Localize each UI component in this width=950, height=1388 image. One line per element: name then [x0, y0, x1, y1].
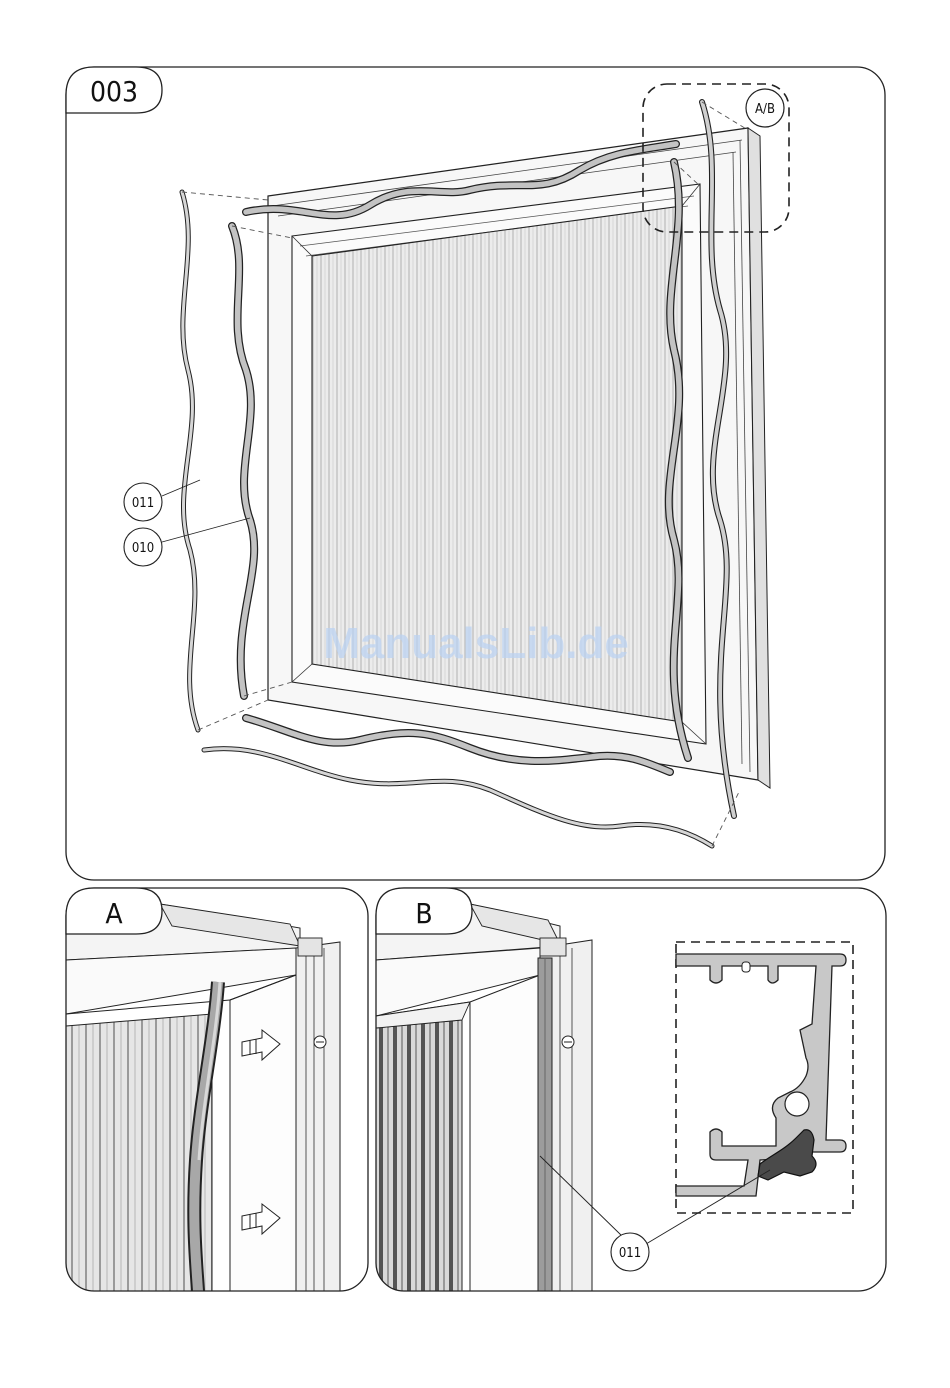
- detail-ref-label: A/B: [755, 102, 775, 117]
- step-number: 003: [90, 75, 138, 108]
- detail-a-tab: A: [66, 888, 162, 934]
- step-number-tab: 003: [66, 67, 162, 113]
- detail-b-tab: B: [376, 888, 472, 934]
- watermark: ManualsLib.de: [323, 619, 629, 668]
- detail-b-callout-011: 011: [619, 1246, 641, 1261]
- callout-010-label: 010: [132, 541, 154, 556]
- main-panel: 003: [66, 67, 885, 880]
- profile-cross-section: [676, 942, 853, 1213]
- detail-panel-b: 011 B: [376, 888, 886, 1291]
- detail-a-label: A: [105, 897, 123, 930]
- detail-b-label: B: [415, 897, 432, 930]
- callout-011-label: 011: [132, 496, 154, 511]
- window-frame-illustration: [268, 128, 770, 788]
- detail-panel-a: A: [66, 888, 368, 1291]
